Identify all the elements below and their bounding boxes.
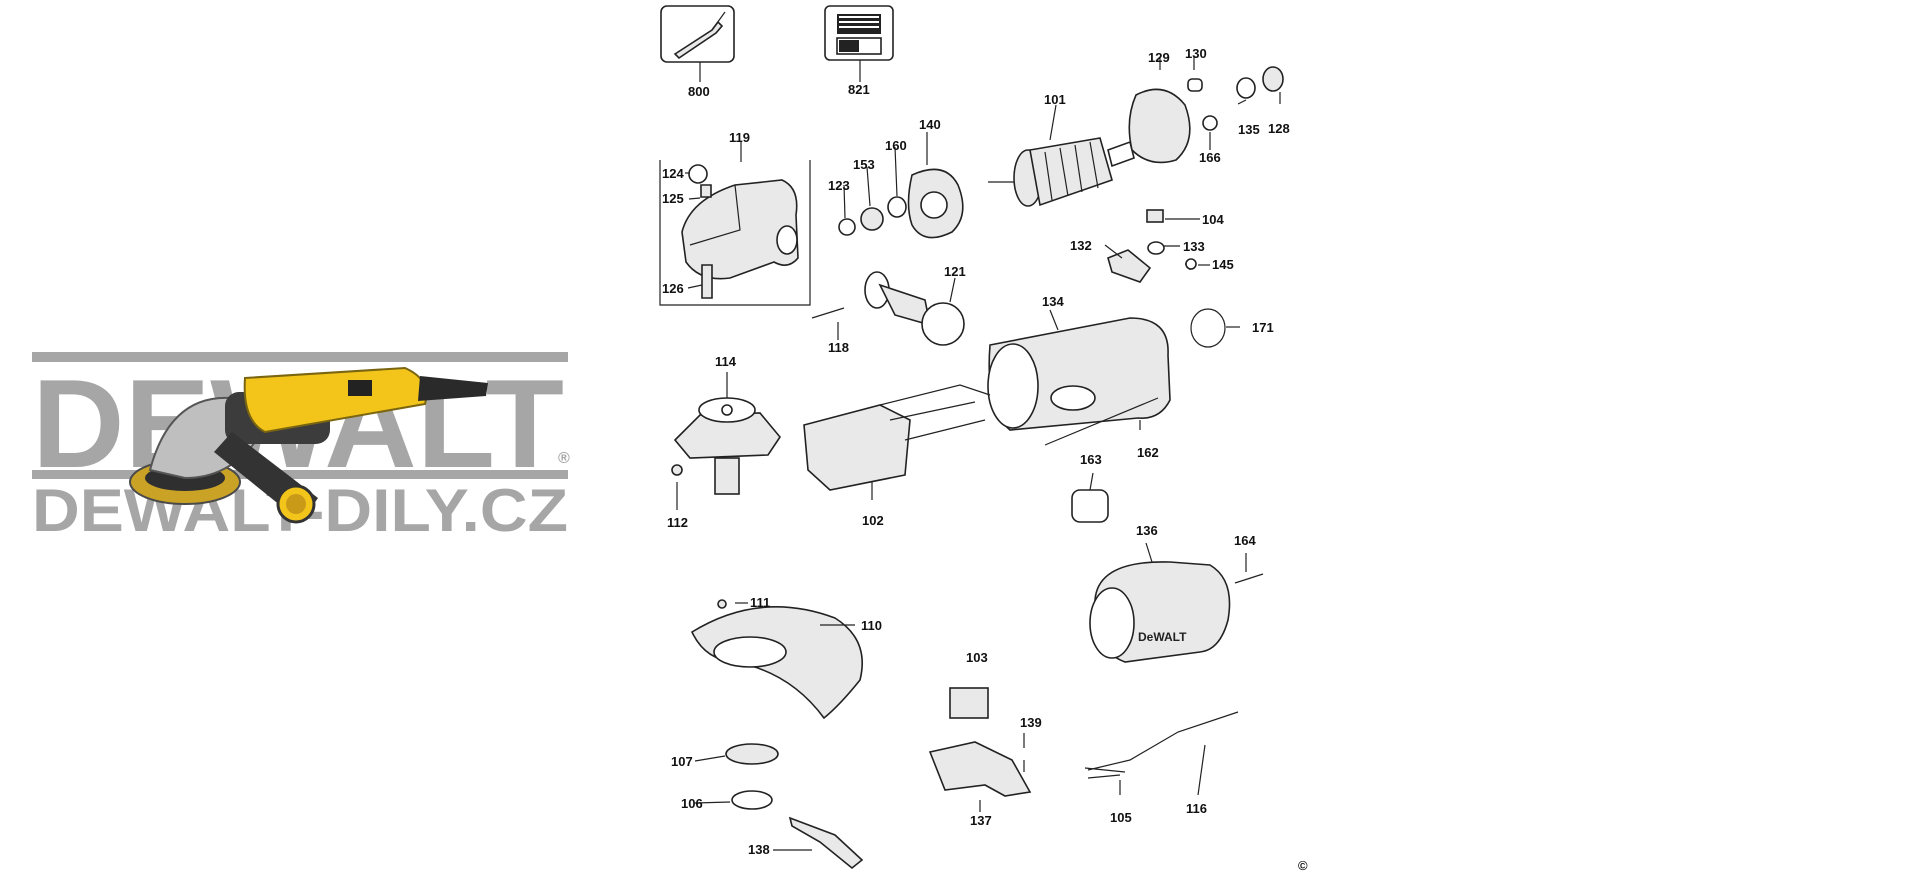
part-102-field: [803, 384, 991, 491]
part-label: 119: [729, 130, 750, 145]
part-140-bearing-plate: [907, 168, 964, 239]
part-163-switch-button: [1071, 489, 1109, 523]
part-106-nut: [731, 790, 773, 810]
part-label: 129: [1148, 50, 1170, 65]
part-labels: 800 821 129 130 101 135 128 166 119 140 …: [662, 46, 1290, 857]
part-label: 116: [1186, 801, 1207, 816]
part-132-brush-holder: [1107, 249, 1152, 283]
part-label: 800: [688, 84, 710, 99]
part-166-washer: [1202, 115, 1218, 131]
part-112-screw: [671, 464, 683, 476]
part-105-cable-ends: [1084, 767, 1126, 779]
part-label: 103: [966, 650, 988, 665]
part-label: 136: [1136, 523, 1158, 538]
part-107-flange: [725, 743, 779, 765]
part-label: 118: [828, 340, 849, 355]
part-138-spanner: [788, 816, 864, 870]
part-drawings: DeWALT: [659, 5, 1284, 870]
part-label: 111: [750, 595, 770, 610]
part-137-switch-holder: [928, 741, 1032, 797]
part-label: 123: [828, 178, 850, 193]
part-label: 107: [671, 754, 693, 769]
part-123-nut: [838, 218, 856, 236]
part-label: 132: [1070, 238, 1092, 253]
part-label: 135: [1238, 122, 1260, 137]
part-label: 164: [1234, 533, 1256, 548]
part-label: 166: [1199, 150, 1221, 165]
part-label: 126: [662, 281, 684, 296]
part-110-wheel-guard: [690, 606, 864, 720]
part-162-lead: [1044, 397, 1159, 446]
part-label: 134: [1042, 294, 1064, 309]
part-103-switch: [949, 687, 989, 719]
part-label: 140: [919, 117, 941, 132]
part-label: 128: [1268, 121, 1290, 136]
part-104-brush: [1146, 209, 1164, 223]
part-label: 101: [1044, 92, 1066, 107]
part-label: 130: [1185, 46, 1207, 61]
part-label: 139: [1020, 715, 1042, 730]
part-label: 106: [681, 796, 703, 811]
part-118-screw: [811, 307, 845, 319]
part-label: 124: [662, 166, 684, 181]
part-116-cable: [1087, 711, 1239, 771]
part-129-baffle: [1128, 88, 1191, 164]
part-160-bearing: [887, 196, 907, 218]
part-128-ring: [1262, 66, 1284, 92]
part-label: 160: [885, 138, 907, 153]
part-label: 114: [715, 354, 737, 369]
part-label: 821: [848, 82, 870, 97]
part-label: 137: [970, 813, 992, 828]
part-label: 110: [861, 618, 882, 633]
part-114-gear-housing: [673, 397, 781, 495]
registered-mark: ®: [558, 450, 570, 467]
angle-grinder-photo: [129, 366, 488, 524]
part-101-armature: [988, 137, 1135, 207]
watermark: DEWALT ® DEWALT-DILY.CZ: [32, 352, 570, 544]
part-119-gear-head: [659, 160, 811, 306]
part-800-carbon-brush-tool-icon: [660, 5, 735, 63]
part-label: 163: [1080, 452, 1102, 467]
part-label: 171: [1252, 320, 1274, 335]
part-130-bushing: [1187, 78, 1203, 92]
part-111-screw: [717, 599, 727, 609]
part-134-motor-housing: [987, 317, 1171, 431]
part-121-side-handle: [864, 271, 965, 346]
part-label: 153: [853, 157, 875, 172]
part-133-clip: [1147, 241, 1165, 255]
leader-lines: [676, 56, 1281, 851]
part-label: 105: [1110, 810, 1132, 825]
part-label: 121: [944, 264, 966, 279]
part-135-bearing: [1236, 77, 1256, 99]
part-821-manual-icon: [824, 5, 894, 61]
part-label: 133: [1183, 239, 1205, 254]
part-label: 138: [748, 842, 770, 857]
part-153-bearing: [860, 207, 884, 231]
part-164-screw: [1234, 573, 1264, 584]
part-171-o-ring: [1190, 308, 1226, 348]
part-label: 104: [1202, 212, 1224, 227]
part-136-rear-cover: DeWALT: [1089, 561, 1231, 663]
part-label: 112: [667, 515, 688, 530]
part-label: 125: [662, 191, 684, 206]
rear-cover-brand-badge: DeWALT: [1138, 630, 1187, 644]
part-label: 145: [1212, 257, 1234, 272]
part-label: 162: [1137, 445, 1159, 460]
part-label: 102: [862, 513, 884, 528]
copyright-mark: ©: [1298, 858, 1308, 873]
